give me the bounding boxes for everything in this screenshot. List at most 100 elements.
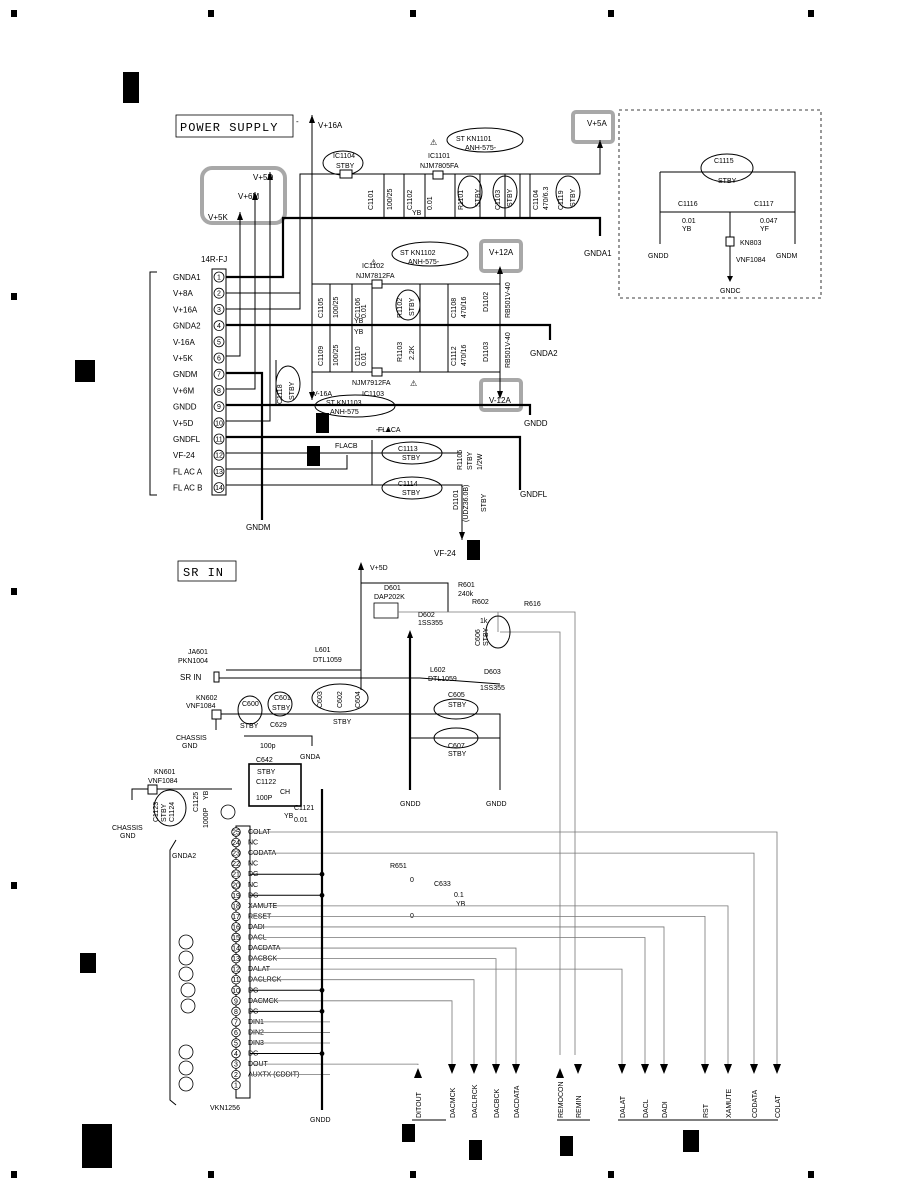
svg-text:100/25: 100/25 bbox=[333, 296, 340, 318]
digital-pin-label: DIN2 bbox=[248, 1029, 264, 1036]
svg-text:STBY: STBY bbox=[448, 751, 467, 758]
ps-pin-number: 1 bbox=[217, 275, 221, 282]
svg-text:C601: C601 bbox=[274, 695, 291, 702]
svg-text:V+5D: V+5D bbox=[370, 565, 388, 572]
svg-text:C1101: C1101 bbox=[368, 190, 375, 210]
ps-pin-number: 8 bbox=[217, 388, 221, 395]
power-supply-section: POWER SUPPLY - V+5D V+6M V+5K V+5A V+12A… bbox=[149, 109, 822, 558]
digital-pin-number: 17 bbox=[232, 914, 240, 921]
svg-text:NJM7805FA: NJM7805FA bbox=[420, 163, 459, 170]
svg-text:C604: C604 bbox=[355, 691, 362, 708]
ps-connector-label: 14R-FJ bbox=[201, 255, 227, 264]
ps-pin-10: 10V+5D bbox=[173, 417, 225, 429]
ps-pin-2: 2V+8A bbox=[173, 287, 225, 299]
ps-pin-number: 6 bbox=[217, 356, 221, 363]
digital-pin-label: NC bbox=[248, 882, 258, 889]
svg-text:DAP202K: DAP202K bbox=[374, 594, 405, 601]
ps-pin-label: V+6M bbox=[173, 386, 194, 395]
digital-pin-4: 4DG bbox=[231, 1048, 325, 1059]
svg-text:JA601: JA601 bbox=[188, 649, 208, 656]
svg-text:C606: C606 bbox=[475, 629, 482, 646]
svg-text:GNDD: GNDD bbox=[524, 419, 548, 428]
output-label: DACMCK bbox=[450, 1087, 457, 1118]
svg-text:STBY: STBY bbox=[333, 719, 352, 726]
svg-text:NJM7812FA: NJM7812FA bbox=[356, 273, 395, 280]
digital-pin-number: 16 bbox=[232, 924, 240, 931]
digital-pin-10: 10DG bbox=[231, 985, 325, 995]
digital-pin-label: DACMCK bbox=[248, 998, 279, 1005]
output-label: COLAT bbox=[775, 1094, 782, 1118]
svg-text:STBY: STBY bbox=[257, 769, 276, 776]
svg-text:C1125: C1125 bbox=[193, 792, 200, 812]
ps-pin-label: GNDFL bbox=[173, 435, 201, 444]
svg-text:YB: YB bbox=[284, 813, 294, 820]
svg-text:RB501V-40: RB501V-40 bbox=[505, 282, 512, 318]
digital-pin-number: 14 bbox=[232, 946, 240, 953]
ps-pin-label: FL AC B bbox=[173, 484, 203, 493]
digital-pin-20: 20 NC bbox=[231, 880, 258, 890]
svg-text:KN602: KN602 bbox=[196, 695, 218, 702]
svg-text:IC1101: IC1101 bbox=[428, 153, 450, 160]
svg-text:ST KN1101: ST KN1101 bbox=[456, 136, 492, 143]
svg-text:0.01: 0.01 bbox=[682, 218, 696, 225]
svg-text:C1104: C1104 bbox=[533, 190, 540, 210]
svg-text:V-12A: V-12A bbox=[489, 396, 511, 405]
output-label: DADI bbox=[662, 1101, 669, 1118]
svg-text:STBY: STBY bbox=[448, 702, 467, 709]
svg-text:0.1: 0.1 bbox=[454, 892, 464, 899]
svg-text:470/6.3: 470/6.3 bbox=[543, 187, 550, 210]
svg-text:C1123: C1123 bbox=[153, 802, 160, 822]
output-rst: RST bbox=[330, 916, 710, 1118]
svg-text:VNF1084: VNF1084 bbox=[148, 778, 178, 785]
svg-text:C642: C642 bbox=[256, 757, 273, 764]
power-supply-title: POWER SUPPLY bbox=[180, 121, 278, 135]
digital-pin-number: 20 bbox=[232, 882, 240, 889]
svg-text:L601: L601 bbox=[315, 647, 331, 654]
digital-pin-label: NC bbox=[248, 861, 258, 868]
svg-text:V+6M: V+6M bbox=[238, 192, 259, 201]
digital-pin-number: 3 bbox=[234, 1062, 238, 1069]
svg-text:ANH-575-: ANH-575- bbox=[465, 145, 497, 152]
ps-pin-6: 6 V+5K bbox=[173, 352, 225, 364]
output-xamute: XAMUTE bbox=[330, 905, 733, 1118]
digital-pin-number: 9 bbox=[234, 998, 238, 1005]
digital-pin-number: 23 bbox=[232, 851, 240, 858]
digital-pin-label: COLAT bbox=[248, 829, 272, 836]
svg-text:STBY: STBY bbox=[161, 803, 168, 822]
ps-pin-label: GNDM bbox=[173, 370, 198, 379]
svg-text:CHASSIS: CHASSIS bbox=[112, 825, 143, 832]
svg-text:⚠: ⚠ bbox=[430, 138, 437, 147]
output-dadi: DADI bbox=[330, 926, 669, 1118]
digital-pin-number: 7 bbox=[234, 1019, 238, 1026]
svg-text:C1113: C1113 bbox=[398, 446, 418, 453]
svg-text:GND: GND bbox=[182, 743, 198, 750]
digital-pin-number: 15 bbox=[232, 935, 240, 942]
output-label: CODATA bbox=[752, 1090, 759, 1118]
digital-pin-label: DACBCK bbox=[248, 956, 278, 963]
svg-text:100p: 100p bbox=[260, 743, 276, 750]
svg-text:STBY: STBY bbox=[483, 627, 490, 646]
svg-text:C1105: C1105 bbox=[318, 298, 325, 318]
output-label: DITOUT bbox=[416, 1091, 423, 1118]
svg-text:GNDD: GNDD bbox=[400, 801, 421, 808]
svg-text:IC1102: IC1102 bbox=[362, 263, 384, 270]
ps-pin-label: V+5K bbox=[173, 354, 193, 363]
svg-text:240k: 240k bbox=[458, 591, 474, 598]
svg-text:YF: YF bbox=[760, 226, 769, 233]
svg-text:C607: C607 bbox=[448, 743, 465, 750]
svg-text:VF-24: VF-24 bbox=[434, 549, 456, 558]
ps-pin-number: 9 bbox=[217, 404, 221, 411]
digital-pin-label: DADI bbox=[248, 924, 265, 931]
svg-text:STBY: STBY bbox=[240, 723, 259, 730]
